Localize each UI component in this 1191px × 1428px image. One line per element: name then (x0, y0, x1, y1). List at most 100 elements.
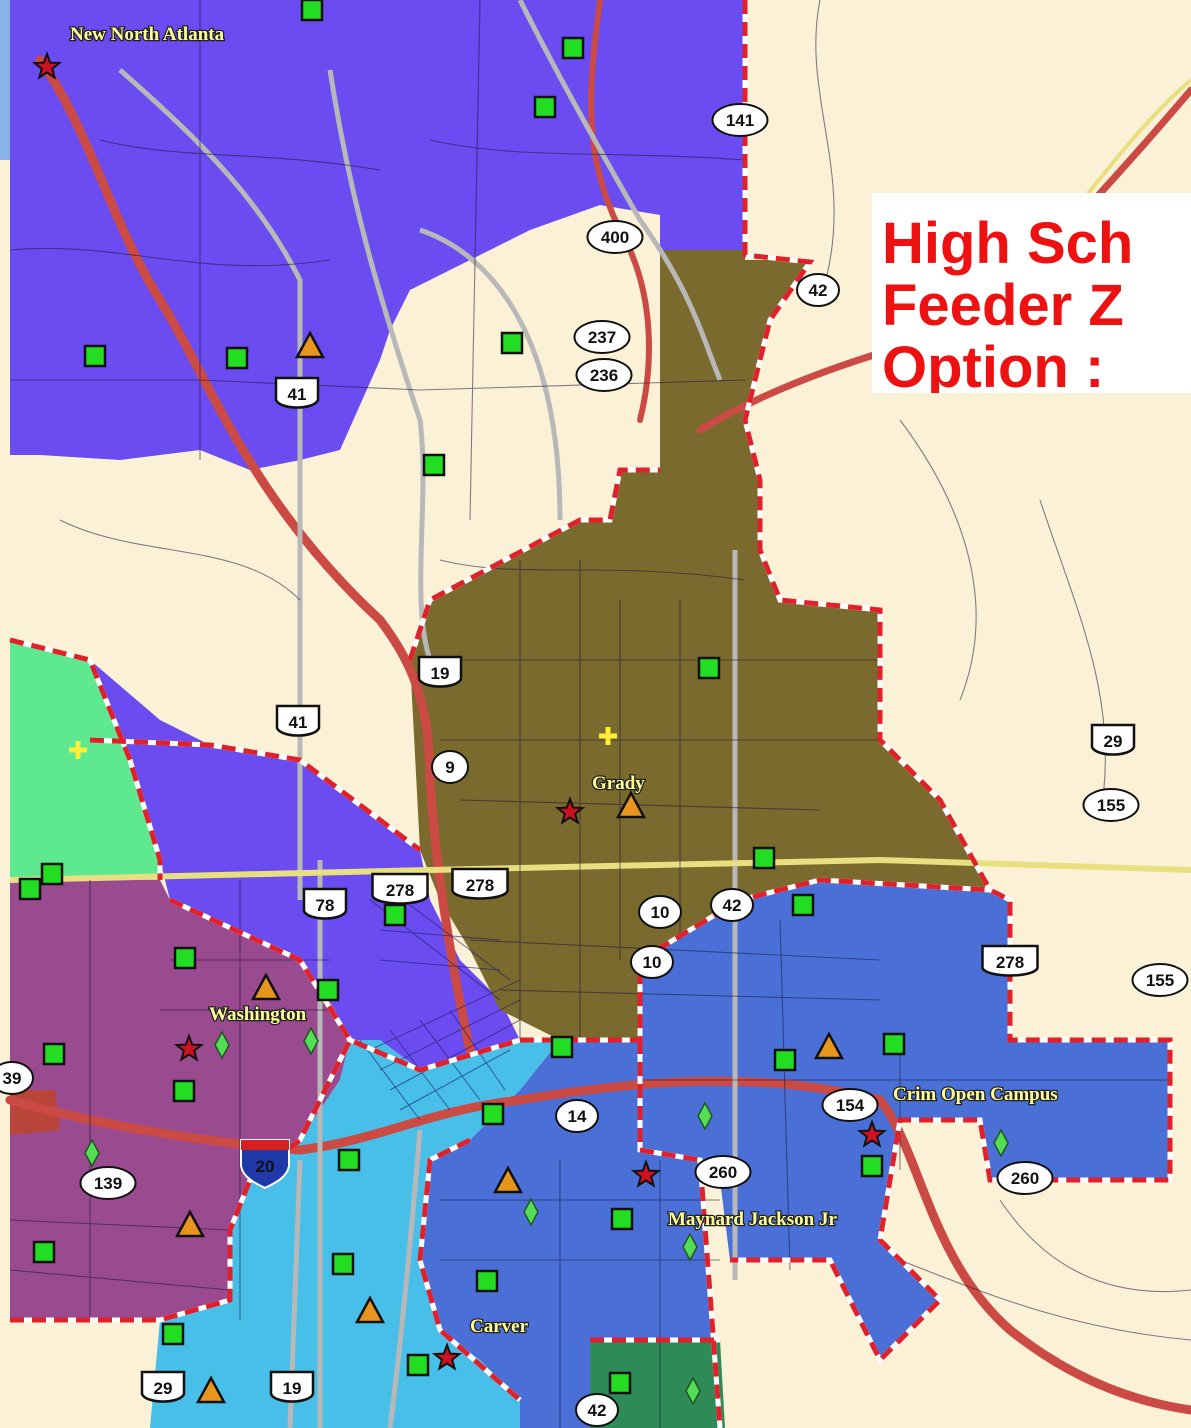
route-shield-155-se: 155 (1131, 963, 1189, 997)
route-shield-236: 236 (575, 358, 633, 392)
route-shield-155-east: 155 (1082, 788, 1140, 822)
green-square-icon (161, 1322, 185, 1346)
orange-triangle-icon (354, 1295, 386, 1324)
route-shield-number: 39 (3, 1069, 22, 1088)
label-crim-open-campus: Crim Open Campus (893, 1084, 1058, 1105)
route-shield-41-mid: 41 (275, 704, 321, 737)
zone-west-green (10, 640, 160, 880)
route-shield-154: 154 (821, 1088, 879, 1122)
green-square-icon (300, 0, 324, 22)
label-carver: Carver (470, 1316, 529, 1337)
zone-north-atlanta-south (10, 640, 520, 1070)
green-square-icon (225, 346, 249, 370)
green-square-icon (697, 656, 721, 680)
cluster-labels: New North Atlanta Grady Washington Crim … (69, 23, 1059, 1339)
green-square-icon (500, 331, 524, 355)
green-square-icon (608, 1371, 632, 1395)
orange-triangle-icon (195, 1375, 227, 1404)
route-shield-number: 260 (1011, 1169, 1039, 1188)
route-shield-number: 154 (836, 1096, 865, 1115)
route-shield-number: 400 (601, 228, 629, 247)
route-shield-number: 42 (588, 1401, 607, 1420)
route-shield-260-a: 260 (694, 1155, 752, 1189)
zone-grady (410, 250, 990, 1040)
route-shield-number: 29 (154, 1379, 173, 1398)
route-shield-number: 236 (590, 366, 618, 385)
green-square-icon (475, 1269, 499, 1293)
label-grady: Grady (592, 773, 645, 794)
route-shield-10-b: 10 (630, 945, 674, 979)
route-shield-237: 237 (573, 320, 631, 354)
red-star-icon (431, 1342, 463, 1371)
route-shield-139: 139 (79, 1166, 137, 1200)
route-shield-39: 39 (0, 1061, 34, 1095)
route-shield-number: 237 (588, 328, 616, 347)
route-shield-number: 155 (1146, 971, 1174, 990)
green-square-icon (42, 1042, 66, 1066)
route-shield-42-south: 42 (575, 1393, 619, 1427)
yellow-cross-icon (69, 741, 87, 759)
route-shield-19-south: 19 (269, 1370, 315, 1403)
green-square-icon (882, 1032, 906, 1056)
route-shield-9: 9 (431, 750, 469, 784)
orange-triangle-icon (250, 972, 282, 1001)
green-diamond-icon (682, 1232, 698, 1262)
red-star-icon (31, 51, 63, 80)
zone-carver (420, 1040, 720, 1428)
route-shield-number: 139 (94, 1174, 122, 1193)
map-title-box: High Sch Feeder Z Option : (872, 193, 1191, 393)
route-shield-number: 278 (466, 876, 494, 895)
route-shield-number: 14 (568, 1107, 587, 1126)
orange-triangle-icon (813, 1031, 845, 1060)
green-square-icon (316, 978, 340, 1002)
green-diamond-icon (303, 1026, 319, 1056)
green-square-icon (383, 903, 407, 927)
red-star-icon (630, 1159, 662, 1188)
green-square-icon (550, 1035, 574, 1059)
route-shield-141: 141 (711, 103, 769, 137)
green-square-icon (533, 95, 557, 119)
green-square-icon (406, 1353, 430, 1377)
label-washington: Washington (209, 1004, 307, 1025)
green-square-icon (561, 36, 585, 60)
zone-southwest-light (150, 1040, 560, 1428)
route-shield-number: 19 (431, 664, 450, 683)
green-square-icon (173, 946, 197, 970)
route-shield-number: 41 (289, 713, 308, 732)
route-shield-number: 78 (316, 896, 335, 915)
route-shield-42-north: 42 (796, 273, 840, 307)
route-shield-number: 10 (651, 903, 670, 922)
orange-triangle-icon (294, 330, 326, 359)
route-shield-260-b: 260 (996, 1161, 1054, 1195)
orange-triangle-icon (492, 1165, 524, 1194)
route-shield-278-a: 278 (371, 872, 429, 905)
green-square-icon (172, 1079, 196, 1103)
green-square-icon (481, 1102, 505, 1126)
orange-triangle-icon (615, 790, 647, 819)
route-shield-number: 278 (386, 881, 414, 900)
route-shield-number: 42 (723, 896, 742, 915)
green-square-icon (860, 1154, 884, 1178)
green-square-icon (32, 1240, 56, 1264)
route-shield-number: 42 (809, 281, 828, 300)
route-shield-number: 19 (283, 1379, 302, 1398)
route-shield-number: 141 (726, 111, 754, 130)
green-square-icon (791, 893, 815, 917)
green-diamond-icon (697, 1101, 713, 1131)
route-shield-19-north: 19 (417, 655, 463, 688)
zone-boundaries (9, 0, 1173, 1428)
map-title-line-2: Feeder Z (882, 273, 1124, 338)
green-square-icon (422, 453, 446, 477)
yellow-cross-icon (599, 727, 617, 745)
green-diamond-icon (523, 1197, 539, 1227)
map-title-line-1: High Sch (882, 211, 1134, 276)
school-symbols (18, 0, 1009, 1406)
green-square-icon (773, 1048, 797, 1072)
map-title-line-3: Option : (882, 335, 1105, 394)
green-square-icon (331, 1252, 355, 1276)
green-square-icon (337, 1148, 361, 1172)
route-shield-14: 14 (555, 1099, 599, 1133)
route-shield-number: 29 (1104, 732, 1123, 751)
route-shield-42-mid: 42 (710, 888, 754, 922)
